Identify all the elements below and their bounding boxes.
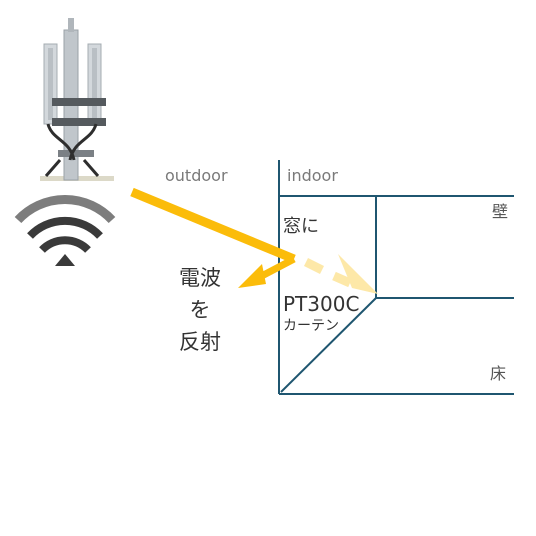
label-wall: 壁 xyxy=(492,202,509,221)
label-outdoor: outdoor xyxy=(165,166,228,185)
reflect-line-1: 電波 xyxy=(179,266,221,290)
label-floor: 床 xyxy=(490,364,507,383)
room-outline xyxy=(278,160,514,395)
wave-arrow-incoming xyxy=(130,187,296,264)
label-window: 窓に xyxy=(283,216,319,237)
label-indoor: indoor xyxy=(287,166,338,185)
wave-arrow-blocked xyxy=(303,254,378,294)
label-reflect: 電波 を 反射 xyxy=(160,262,240,358)
reflect-line-2: を xyxy=(189,298,211,322)
wave-arrow-reflected xyxy=(238,255,296,288)
reflect-line-3: 反射 xyxy=(179,330,221,354)
wifi-signal-icon xyxy=(14,194,116,266)
label-product: PT300C xyxy=(283,292,360,316)
label-curtain: カーテン xyxy=(283,318,339,334)
antenna-icon xyxy=(40,18,114,181)
